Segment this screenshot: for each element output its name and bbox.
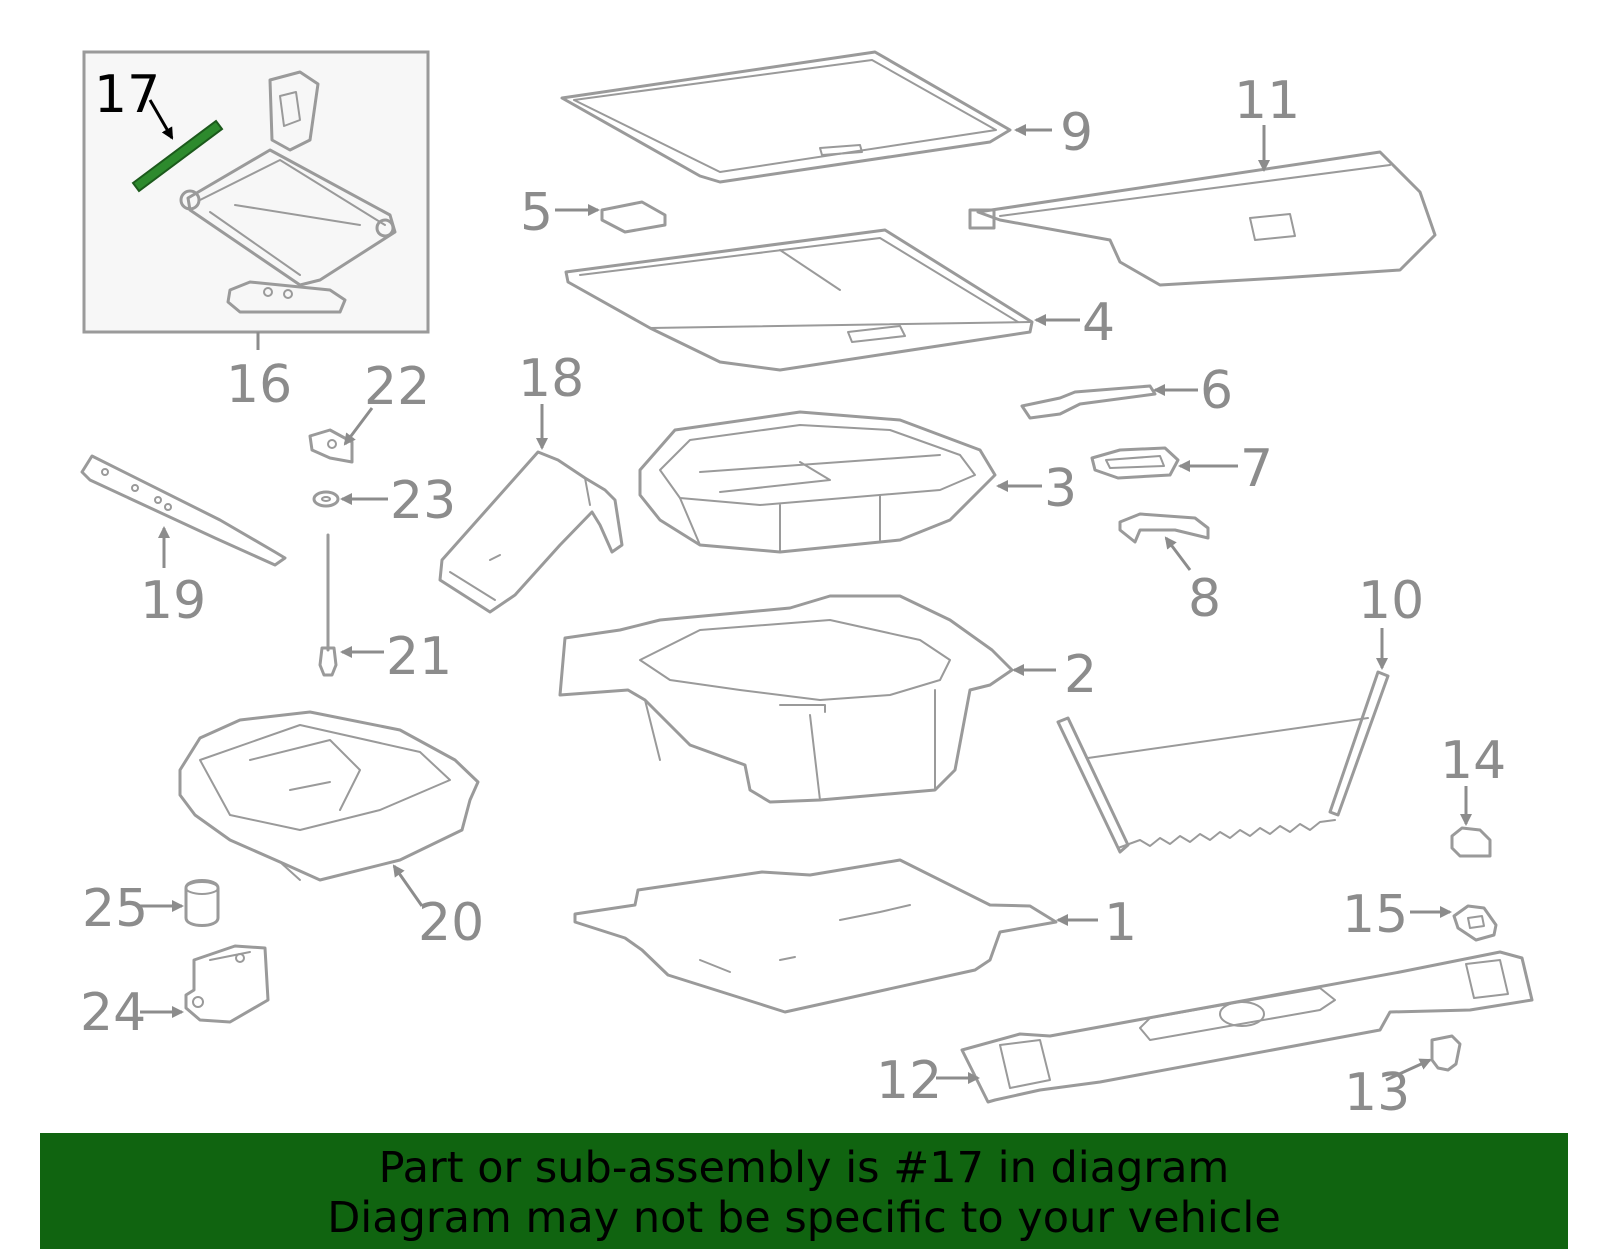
callout-25: 25	[82, 879, 148, 939]
callout-12: 12	[876, 1051, 942, 1111]
pad-part-5	[600, 200, 667, 234]
callout-15: 15	[1342, 885, 1408, 945]
callout-9: 9	[1060, 103, 1093, 163]
jack-inset	[82, 50, 430, 350]
floor-board-part-9	[560, 50, 1012, 184]
sill-plate-part-12	[960, 950, 1534, 1104]
callout-21: 21	[386, 627, 452, 687]
washer-part-23	[312, 490, 340, 508]
scissor-jack-part	[179, 70, 397, 314]
callout-10: 10	[1358, 571, 1424, 631]
spacer-part-25	[184, 879, 220, 927]
tonneau-cover-part-11	[968, 150, 1437, 287]
callout-22: 22	[364, 357, 430, 417]
callout-11: 11	[1234, 71, 1300, 131]
clip-part-13	[1430, 1034, 1462, 1072]
callout-4: 4	[1082, 293, 1115, 353]
callout-13: 13	[1344, 1063, 1410, 1123]
foam-tray-part-20	[178, 710, 480, 882]
spare-tire-tub-part-2	[558, 594, 1014, 804]
trim-strip-part-6	[1020, 384, 1157, 420]
callout-18: 18	[518, 349, 584, 409]
cargo-net-part-10	[1056, 670, 1390, 854]
nut-part-22	[308, 428, 354, 464]
bolt-part-21	[318, 533, 338, 677]
callout-5: 5	[520, 183, 553, 243]
clip-part-7	[1090, 446, 1180, 480]
storage-tray-part-3	[638, 410, 997, 554]
info-banner: Part or sub-assembly is #17 in diagram D…	[40, 1133, 1568, 1249]
callout-7: 7	[1240, 439, 1273, 499]
wrench-part-19	[80, 454, 287, 567]
bracket-part-8	[1118, 512, 1210, 544]
side-panel-part-18	[438, 450, 624, 614]
callout-6: 6	[1200, 361, 1233, 421]
callout-2: 2	[1064, 645, 1097, 705]
block-part-24	[184, 944, 270, 1024]
callout-23: 23	[390, 471, 456, 531]
callout-8: 8	[1188, 569, 1221, 629]
callout-16: 16	[226, 355, 292, 415]
jack-handle-part-17[interactable]	[131, 119, 224, 193]
deck-board-part-4	[564, 228, 1034, 372]
cap-part-14	[1450, 826, 1492, 858]
floor-mat-part-1	[573, 858, 1058, 1014]
callout-1: 1	[1104, 893, 1137, 953]
callout-20: 20	[418, 893, 484, 953]
callout-24: 24	[80, 983, 146, 1043]
banner-line-2: Diagram may not be specific to your vehi…	[327, 1193, 1281, 1243]
hook-part-15	[1452, 904, 1498, 942]
callout-3: 3	[1044, 459, 1077, 519]
callout-17: 17	[94, 65, 160, 125]
callout-19: 19	[140, 571, 206, 631]
callout-14: 14	[1440, 731, 1506, 791]
banner-line-1: Part or sub-assembly is #17 in diagram	[378, 1143, 1230, 1193]
